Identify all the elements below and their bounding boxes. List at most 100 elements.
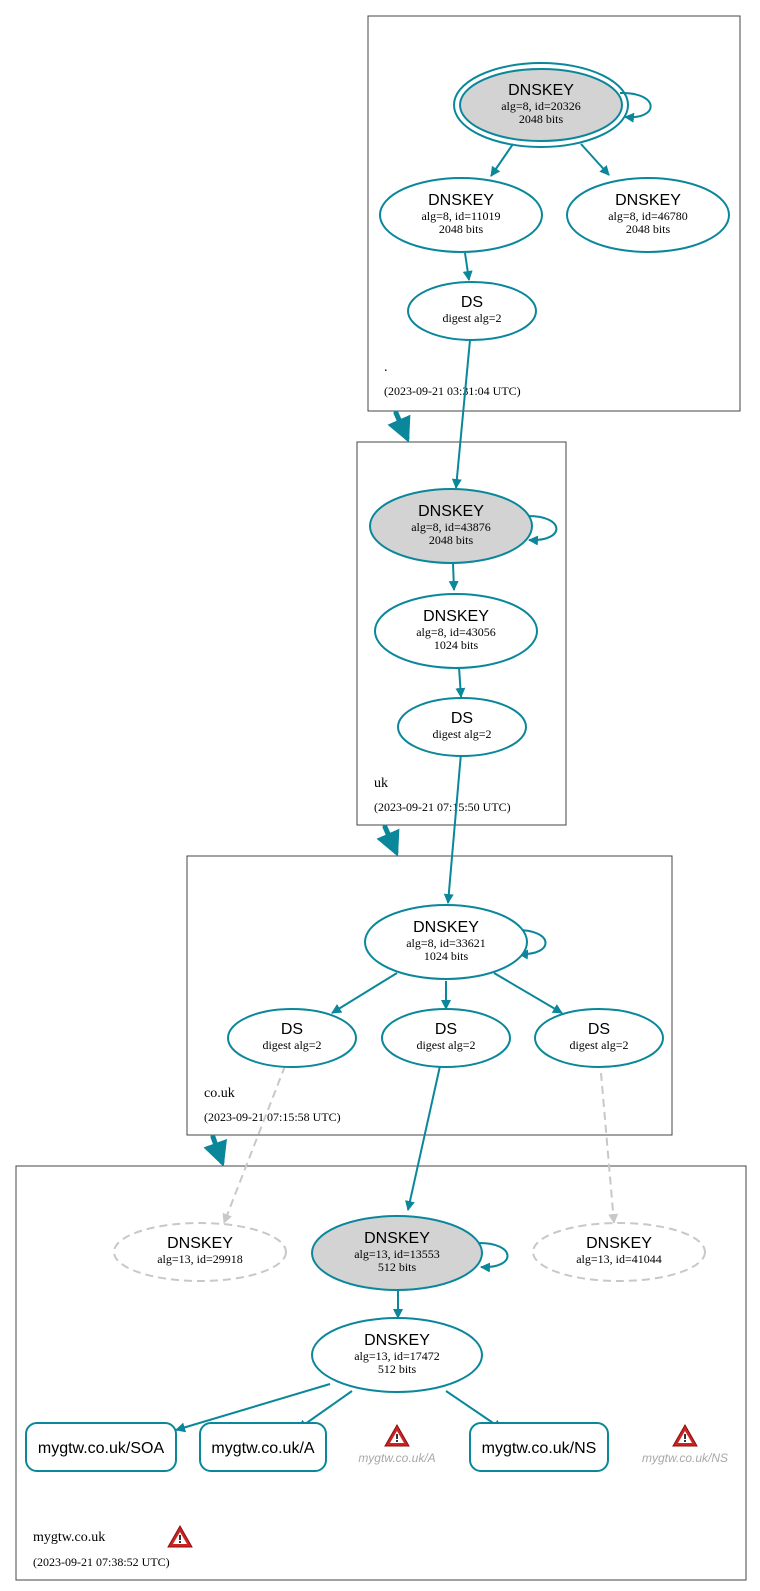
node-detail: 512 bits	[378, 1362, 417, 1376]
node-detail: 2048 bits	[626, 222, 671, 236]
edge	[448, 562, 459, 591]
zone-name: mygtw.co.uk	[33, 1530, 105, 1545]
dnskey-node-mygtw-29918[interactable]: DNSKEY alg=13, id=29918	[113, 1222, 287, 1282]
node-detail: 2048 bits	[429, 533, 474, 547]
edge	[462, 252, 473, 281]
dnskey-node-couk[interactable]: DNSKEY alg=8, id=33621 1024 bits	[364, 904, 528, 980]
rrset-soa[interactable]: mygtw.co.uk/SOA	[25, 1422, 177, 1472]
node-detail: alg=13, id=41044	[576, 1252, 662, 1266]
rrset-a[interactable]: mygtw.co.uk/A	[199, 1422, 327, 1472]
dnskey-node-mygtw-ksk[interactable]: DNSKEY alg=13, id=13553 512 bits	[311, 1215, 483, 1291]
zone-name: co.uk	[204, 1086, 235, 1101]
edge	[451, 339, 471, 489]
node-title: DNSKEY	[364, 1230, 430, 1247]
zone-timestamp: (2023-09-21 07:15:58 UTC)	[204, 1110, 341, 1124]
zone-name: uk	[374, 776, 388, 791]
dnskey-node-mygtw-41044[interactable]: DNSKEY alg=13, id=41044	[532, 1222, 706, 1282]
node-detail: digest alg=2	[416, 1038, 475, 1052]
dnskey-node-uk-zsk[interactable]: DNSKEY alg=8, id=43056 1024 bits	[374, 593, 538, 669]
edge	[600, 1072, 619, 1224]
edge	[331, 972, 398, 1014]
node-title: DS	[461, 294, 483, 311]
warning-a[interactable]: mygtw.co.uk/A	[358, 1423, 436, 1465]
edge	[580, 143, 610, 176]
rrset-label: mygtw.co.uk/NS	[482, 1440, 597, 1457]
zone-root: . (2023-09-21 03:31:04 UTC)	[367, 15, 741, 412]
edge	[175, 1383, 331, 1433]
node-detail: digest alg=2	[432, 727, 491, 741]
edge	[222, 1065, 286, 1224]
dnskey-node-root-zsk-46780[interactable]: DNSKEY alg=8, id=46780 2048 bits	[566, 177, 730, 253]
node-detail: digest alg=2	[569, 1038, 628, 1052]
ds-node-couk-3[interactable]: DS digest alg=2	[534, 1008, 664, 1068]
warning-label: mygtw.co.uk/NS	[642, 1451, 728, 1465]
zone-timestamp: (2023-09-21 07:15:50 UTC)	[374, 800, 511, 814]
node-title: DNSKEY	[586, 1235, 652, 1252]
node-detail: 1024 bits	[434, 638, 479, 652]
node-detail: alg=8, id=33621	[406, 936, 486, 950]
warning-ns[interactable]: mygtw.co.uk/NS	[642, 1423, 728, 1465]
self-sign-loop	[514, 928, 547, 960]
node-detail: alg=8, id=43056	[416, 625, 496, 639]
delegation-arrow-root-uk	[387, 410, 411, 443]
node-title: DNSKEY	[364, 1332, 430, 1349]
ds-node-couk-2[interactable]: DS digest alg=2	[381, 1008, 511, 1068]
node-title: DS	[588, 1021, 610, 1038]
self-sign-loop	[619, 91, 652, 123]
node-title: DNSKEY	[423, 608, 489, 625]
rrset-ns[interactable]: mygtw.co.uk/NS	[469, 1422, 609, 1472]
warning-icon	[167, 1524, 193, 1548]
node-detail: digest alg=2	[262, 1038, 321, 1052]
node-detail: alg=8, id=20326	[501, 99, 581, 113]
node-title: DS	[451, 710, 473, 727]
dnskey-node-root-zsk-11019[interactable]: DNSKEY alg=8, id=11019 2048 bits	[379, 177, 543, 253]
node-title: DNSKEY	[615, 192, 681, 209]
zone-uk: uk (2023-09-21 07:15:50 UTC)	[356, 441, 567, 826]
zone-mygtw-co-uk: mygtw.co.uk (2023-09-21 07:38:52 UTC)	[15, 1165, 747, 1581]
self-sign-loop	[525, 514, 558, 546]
dnskey-node-mygtw-zsk[interactable]: DNSKEY alg=13, id=17472 512 bits	[311, 1317, 483, 1393]
edge	[443, 752, 462, 904]
node-title: DS	[435, 1021, 457, 1038]
zone-co-uk: co.uk (2023-09-21 07:15:58 UTC)	[186, 855, 673, 1136]
edge	[455, 666, 466, 698]
zone-name: .	[384, 360, 388, 375]
node-detail: alg=8, id=11019	[421, 209, 500, 223]
warning-icon	[672, 1423, 698, 1447]
node-detail: alg=13, id=29918	[157, 1252, 243, 1266]
node-title: DNSKEY	[508, 82, 574, 99]
node-detail: digest alg=2	[442, 311, 501, 325]
node-title: DNSKEY	[413, 919, 479, 936]
node-title: DNSKEY	[428, 192, 494, 209]
warning-zone-mygtw[interactable]	[167, 1524, 193, 1548]
ds-node-couk-1[interactable]: DS digest alg=2	[227, 1008, 357, 1068]
warning-icon	[384, 1423, 410, 1447]
node-detail: alg=13, id=17472	[354, 1349, 440, 1363]
self-sign-loop	[476, 1241, 509, 1273]
zone-timestamp: (2023-09-21 03:31:04 UTC)	[384, 384, 521, 398]
dnskey-node-uk-ksk[interactable]: DNSKEY alg=8, id=43876 2048 bits	[369, 488, 533, 564]
node-title: DS	[281, 1021, 303, 1038]
ds-node-uk[interactable]: DS digest alg=2	[397, 697, 527, 757]
edge	[493, 972, 563, 1014]
node-detail: 1024 bits	[424, 949, 469, 963]
dnskey-node-root-ksk[interactable]: DNSKEY alg=8, id=20326 2048 bits	[453, 62, 629, 148]
node-detail: 2048 bits	[519, 112, 564, 126]
rrset-label: mygtw.co.uk/SOA	[38, 1440, 165, 1457]
delegation-arrow-couk-mygtw	[203, 1134, 227, 1167]
delegation-arrows	[203, 410, 411, 1167]
node-detail: alg=8, id=46780	[608, 209, 688, 223]
warning-label: mygtw.co.uk/A	[358, 1451, 435, 1465]
node-detail: 512 bits	[378, 1260, 417, 1274]
delegation-arrow-uk-couk	[376, 824, 400, 857]
edge	[490, 143, 514, 177]
node-detail: alg=13, id=13553	[354, 1247, 440, 1261]
signing-edges	[175, 91, 652, 1433]
ds-node-root[interactable]: DS digest alg=2	[407, 281, 537, 341]
zone-timestamp: (2023-09-21 07:38:52 UTC)	[33, 1555, 170, 1569]
node-title: DNSKEY	[418, 503, 484, 520]
node-detail: 2048 bits	[439, 222, 484, 236]
node-title: DNSKEY	[167, 1235, 233, 1252]
edge	[405, 1065, 441, 1211]
